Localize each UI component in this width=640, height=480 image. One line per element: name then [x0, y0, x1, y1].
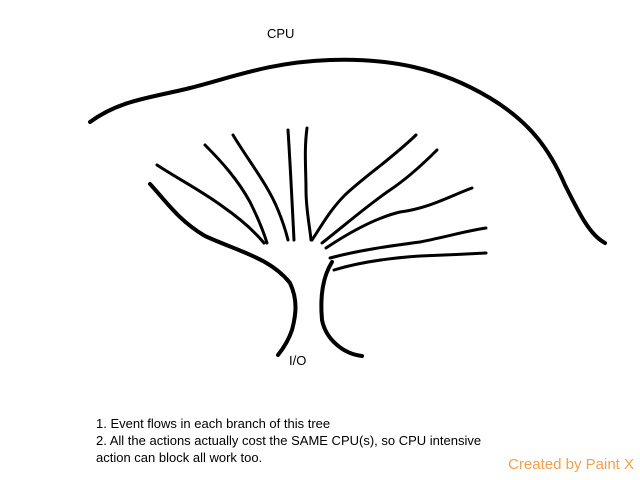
- branch-right-5: [332, 251, 488, 272]
- io-label: I/O: [289, 353, 307, 368]
- branch-center-1: [286, 128, 296, 242]
- branch-right-1: [310, 133, 418, 242]
- watermark-text: Created by Paint X: [508, 456, 634, 473]
- cpu-arc: [88, 57, 607, 245]
- branch-left-3: [231, 133, 290, 242]
- branch-right-2: [320, 148, 439, 245]
- note-line-1: 1. Event flows in each branch of this tr…: [96, 416, 331, 431]
- branch-right-3: [324, 186, 474, 250]
- note-line-3: action can block all work too.: [96, 450, 263, 465]
- cpu-label: CPU: [267, 26, 295, 41]
- notes-list: 1. Event flows in each branch of this tr…: [96, 415, 481, 466]
- note-line-2: 2. All the actions actually cost the SAM…: [96, 433, 482, 448]
- trunk-left: [148, 182, 298, 357]
- branch-left-1: [155, 163, 266, 245]
- trunk-right: [319, 260, 364, 358]
- branch-center-2: [303, 126, 313, 242]
- branch-right-4: [328, 226, 488, 260]
- branch-left-2: [203, 143, 269, 245]
